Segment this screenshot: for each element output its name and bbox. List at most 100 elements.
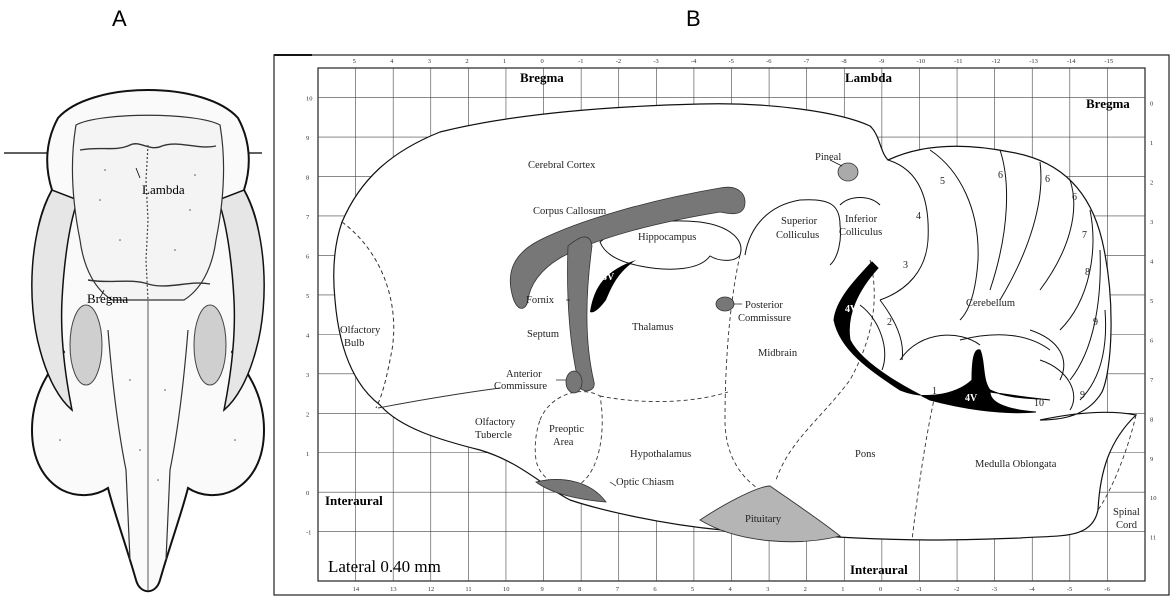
tick-label-right: 6 bbox=[1150, 337, 1154, 344]
tick-label-right: 11 bbox=[1150, 535, 1156, 542]
optic-chiasm bbox=[536, 479, 606, 502]
label-posterior-commissure-2: Commissure bbox=[738, 313, 791, 324]
pituitary-gland bbox=[700, 486, 840, 542]
interaural-label-bottom: Interaural bbox=[850, 562, 908, 577]
skull-lambda-label: Lambda bbox=[142, 182, 185, 197]
tick-label-top: 1 bbox=[503, 58, 506, 65]
tick-label-right: 5 bbox=[1150, 298, 1153, 305]
tick-label-left: 3 bbox=[306, 372, 309, 379]
label-midbrain: Midbrain bbox=[758, 348, 798, 359]
tick-label-left: 9 bbox=[306, 135, 309, 142]
label-superior-colliculus: Superior bbox=[781, 216, 818, 227]
tick-label-left: 6 bbox=[306, 253, 310, 260]
tick-label-left: 10 bbox=[306, 96, 313, 103]
tick-label-bottom: 8 bbox=[578, 586, 581, 593]
bregma-label-right: Bregma bbox=[1086, 96, 1130, 111]
tick-label-top: -15 bbox=[1104, 58, 1113, 65]
tick-label-bottom: 6 bbox=[653, 586, 657, 593]
label-fornix: Fornix bbox=[526, 295, 555, 306]
pineal-gland bbox=[838, 163, 858, 181]
lobule-1: 1 bbox=[932, 386, 937, 397]
label-optic-chiasm: Optic Chiasm bbox=[616, 477, 674, 488]
bregma-label-top: Bregma bbox=[520, 70, 564, 85]
posterior-commissure bbox=[716, 297, 734, 311]
tick-label-bottom: 13 bbox=[390, 586, 397, 593]
label-fourth-ventricle-lower: 4V bbox=[965, 393, 978, 404]
lobule-5: 5 bbox=[940, 176, 945, 187]
tick-label-top: 0 bbox=[541, 58, 544, 65]
tick-label-right: 9 bbox=[1150, 456, 1153, 463]
lobule-3: 3 bbox=[903, 260, 908, 271]
atlas-grid bbox=[318, 68, 1145, 581]
label-thalamus: Thalamus bbox=[632, 322, 673, 333]
tick-label-bottom: 3 bbox=[766, 586, 769, 593]
label-pituitary: Pituitary bbox=[745, 514, 782, 525]
tick-label-left: 4 bbox=[306, 332, 310, 339]
tick-label-right: 0 bbox=[1150, 101, 1153, 108]
tick-label-right: 1 bbox=[1150, 140, 1153, 147]
tick-label-top: -9 bbox=[879, 58, 884, 65]
label-corpus-callosum: Corpus Callosum bbox=[533, 206, 606, 217]
lobule-9a: 9 bbox=[1093, 317, 1098, 328]
tick-label-left: 1 bbox=[306, 451, 309, 458]
tick-label-left: 8 bbox=[306, 175, 309, 182]
tick-label-top: 5 bbox=[353, 58, 356, 65]
lateral-label: Lateral 0.40 mm bbox=[328, 557, 441, 576]
label-pons: Pons bbox=[855, 449, 875, 460]
lambda-label-top: Lambda bbox=[845, 70, 892, 85]
tick-label-right: 8 bbox=[1150, 416, 1153, 423]
tick-label-left: -1 bbox=[306, 530, 311, 537]
tick-label-top: 4 bbox=[390, 58, 394, 65]
tick-label-top: -10 bbox=[916, 58, 925, 65]
tick-label-bottom: 5 bbox=[691, 586, 694, 593]
tick-label-bottom: -5 bbox=[1067, 586, 1072, 593]
tick-label-right: 10 bbox=[1150, 495, 1157, 502]
label-olfactory-bulb: Olfactory bbox=[340, 325, 381, 336]
skull-illustration: Lambda Bregma bbox=[0, 0, 300, 607]
tick-label-top: -4 bbox=[691, 58, 697, 65]
tick-label-top: -5 bbox=[729, 58, 734, 65]
tick-label-top: -1 bbox=[578, 58, 583, 65]
third-ventricle bbox=[590, 260, 636, 312]
label-olfactory-tubercle-2: Tubercle bbox=[475, 430, 512, 441]
lobule-4: 4 bbox=[916, 211, 921, 222]
lobule-2: 2 bbox=[887, 317, 892, 328]
lobule-6b: 6 bbox=[1045, 174, 1050, 185]
label-medulla-oblongata: Medulla Oblongata bbox=[975, 459, 1057, 470]
atlas-outer-frame bbox=[274, 55, 1169, 595]
label-anterior-commissure: Anterior bbox=[506, 369, 542, 380]
fornix bbox=[568, 237, 595, 391]
tick-label-top: -14 bbox=[1067, 58, 1076, 65]
lobule-7: 7 bbox=[1082, 230, 1087, 241]
tick-label-bottom: -3 bbox=[992, 586, 997, 593]
tick-label-bottom: 11 bbox=[465, 586, 471, 593]
label-inferior-colliculus: Inferior bbox=[845, 214, 878, 225]
tick-label-right: 4 bbox=[1150, 258, 1154, 265]
label-preoptic-area-2: Area bbox=[553, 437, 574, 448]
tick-label-bottom: 2 bbox=[804, 586, 807, 593]
label-superior-colliculus-2: Colliculus bbox=[776, 230, 819, 241]
tick-label-bottom: 7 bbox=[616, 586, 620, 593]
fourth-ventricle bbox=[834, 262, 1050, 413]
tick-label-bottom: 12 bbox=[428, 586, 435, 593]
label-spinal-cord-2: Cord bbox=[1116, 520, 1138, 531]
tick-label-left: 5 bbox=[306, 293, 309, 300]
label-hippocampus: Hippocampus bbox=[638, 232, 696, 243]
lobule-6c: 6 bbox=[1072, 192, 1077, 203]
tick-label-top: -12 bbox=[992, 58, 1001, 65]
tick-label-bottom: 4 bbox=[729, 586, 733, 593]
skull-bregma-label: Bregma bbox=[87, 291, 128, 306]
corpus-callosum bbox=[510, 187, 745, 308]
tick-label-bottom: -2 bbox=[954, 586, 959, 593]
tick-label-top: 2 bbox=[465, 58, 468, 65]
label-pineal: Pineal bbox=[815, 152, 841, 163]
tick-label-right: 3 bbox=[1150, 219, 1153, 226]
label-preoptic-area: Preoptic bbox=[549, 424, 584, 435]
tick-label-top: -13 bbox=[1029, 58, 1038, 65]
lobule-9b: 9 bbox=[1080, 390, 1085, 401]
tick-label-top: -6 bbox=[766, 58, 772, 65]
tick-label-bottom: 10 bbox=[503, 586, 510, 593]
tick-label-bottom: 14 bbox=[353, 586, 360, 593]
atlas-inner-frame bbox=[318, 68, 1145, 581]
tick-label-bottom: 0 bbox=[879, 586, 882, 593]
